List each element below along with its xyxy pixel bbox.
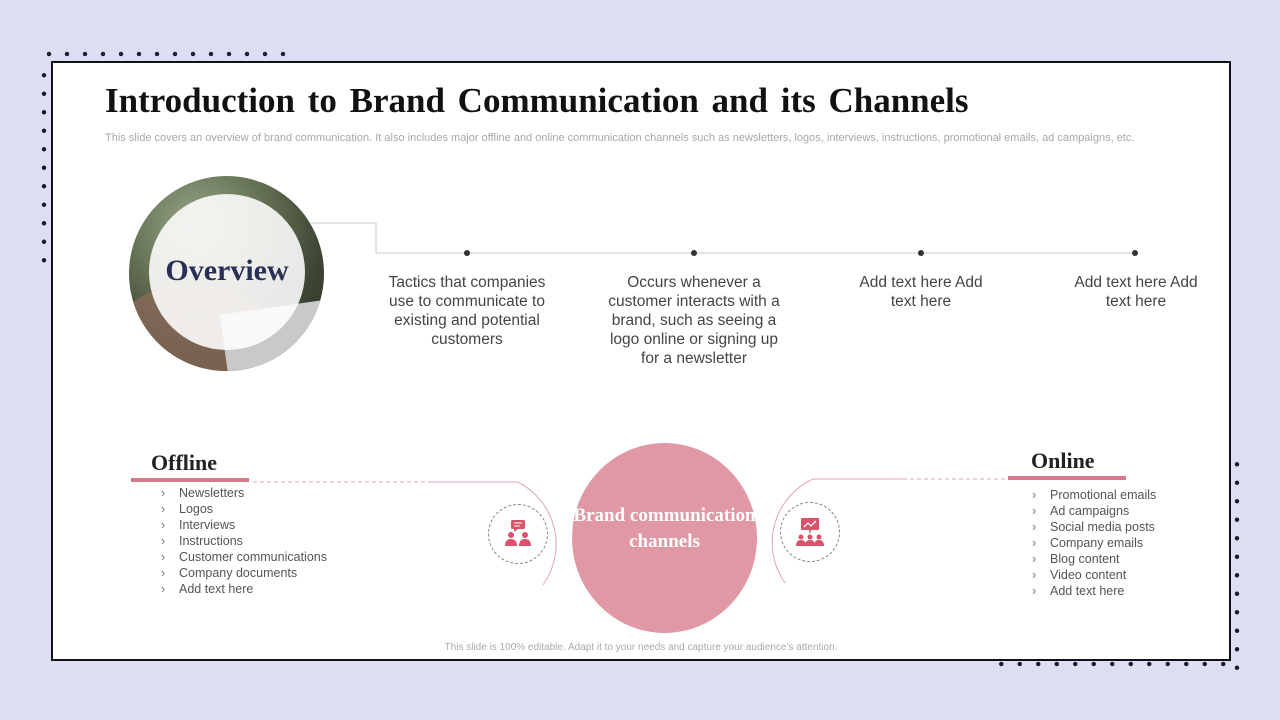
- list-item: ›Blog content: [1032, 552, 1120, 566]
- list-item: ›Add text here: [161, 582, 254, 596]
- presentation-audience-icon: [796, 518, 824, 546]
- list-item: ›Interviews: [161, 518, 236, 532]
- overview-point-2: Occurs whenever a customer interacts wit…: [608, 274, 780, 367]
- connector-lines: [253, 222, 1138, 586]
- list-item: ›Instructions: [161, 534, 243, 548]
- slide: Introduction to Brand Communication and …: [51, 61, 1231, 661]
- timeline-dot-1: [464, 250, 470, 256]
- list-item: ›Company emails: [1032, 536, 1144, 550]
- offline-title: Offline: [151, 450, 217, 475]
- offline-list: ›Newsletters ›Logos ›Interviews ›Instruc…: [161, 485, 327, 597]
- list-item: ›Company documents: [161, 566, 298, 580]
- brand-channels-label: Brand communication channels: [573, 505, 756, 552]
- timeline-dot-2: [691, 250, 697, 256]
- timeline-dot-3: [918, 250, 924, 256]
- overview-badge: [149, 194, 305, 350]
- footnote: This slide is 100% editable. Adapt it to…: [444, 642, 838, 653]
- list-item: ›Add text here: [1032, 584, 1125, 598]
- decorative-dots-top: [40, 50, 290, 58]
- offline-underline: [131, 478, 249, 482]
- decorative-dots-bottom: [992, 660, 1237, 668]
- online-title: Online: [1031, 448, 1095, 473]
- decorative-dots-left: [40, 66, 48, 266]
- overview-point-3: Add text here Add text here: [859, 274, 983, 310]
- meeting-chat-icon: [505, 520, 531, 546]
- online-arc-connector: [771, 478, 903, 584]
- list-item: ›Customer communications: [161, 550, 327, 564]
- list-item: ›Video content: [1032, 568, 1127, 582]
- slide-title: Introduction to Brand Communication and …: [105, 81, 969, 120]
- online-icon-frame: [780, 502, 840, 562]
- brand-channels-hub: [572, 443, 757, 633]
- timeline-dot-4: [1132, 250, 1138, 256]
- list-item: ›Promotional emails: [1032, 488, 1157, 502]
- offline-icon-frame: [488, 504, 548, 564]
- online-list: ›Promotional emails ›Ad campaigns ›Socia…: [1032, 487, 1156, 599]
- list-item: ›Newsletters: [161, 486, 245, 500]
- offline-arc-connector: [428, 481, 557, 586]
- overview-point-1: Tactics that companies use to communicat…: [388, 274, 546, 348]
- decorative-dots-right: [1233, 455, 1241, 670]
- online-underline: [1008, 476, 1126, 480]
- list-item: ›Ad campaigns: [1032, 504, 1130, 518]
- overview-point-4: Add text here Add text here: [1074, 274, 1198, 310]
- overview-label: Overview: [165, 254, 289, 287]
- slide-subtitle: This slide covers an overview of brand c…: [105, 132, 1135, 144]
- list-item: ›Social media posts: [1032, 520, 1155, 534]
- list-item: ›Logos: [161, 502, 214, 516]
